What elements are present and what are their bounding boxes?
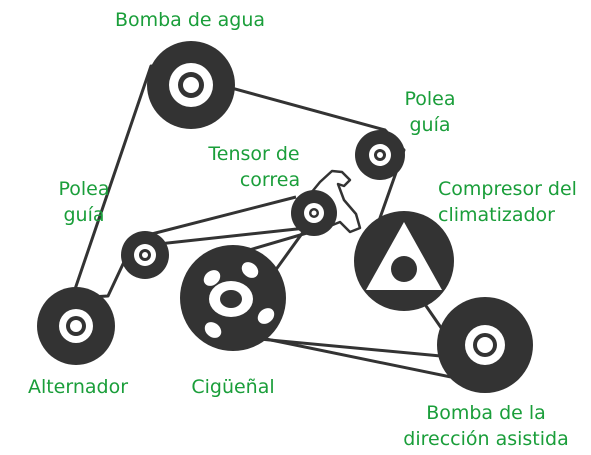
- label-alternator: Alternador: [28, 376, 128, 398]
- label-idler-top-line1: Polea: [404, 88, 455, 110]
- alternator-pulley: [37, 287, 115, 365]
- label-idler-left-line2: guía: [63, 204, 104, 226]
- label-belt-tensioner-line1: Tensor de: [207, 143, 299, 165]
- label-crankshaft: Cigüeñal: [191, 376, 274, 398]
- belt-tensioner-pulley: [291, 190, 337, 236]
- label-power-steering-line2: dirección asistida: [403, 428, 568, 450]
- idler-pulley-top: [355, 130, 405, 180]
- label-ac-compressor-line1: Compresor del: [438, 178, 577, 200]
- idler-pulley-left: [121, 231, 169, 279]
- label-water-pump: Bomba de agua: [115, 9, 265, 31]
- crankshaft-pulley: [180, 245, 286, 351]
- power-steering-pump-pulley: [437, 297, 533, 393]
- label-belt-tensioner-line2: correa: [240, 169, 300, 191]
- water-pump-pulley: [147, 41, 235, 129]
- label-idler-left-line1: Polea: [58, 178, 109, 200]
- label-ac-compressor-line2: climatizador: [438, 204, 555, 226]
- label-idler-top-line2: guía: [409, 114, 450, 136]
- ac-compressor-pulley: [354, 211, 454, 311]
- label-power-steering-line1: Bomba de la: [426, 402, 546, 424]
